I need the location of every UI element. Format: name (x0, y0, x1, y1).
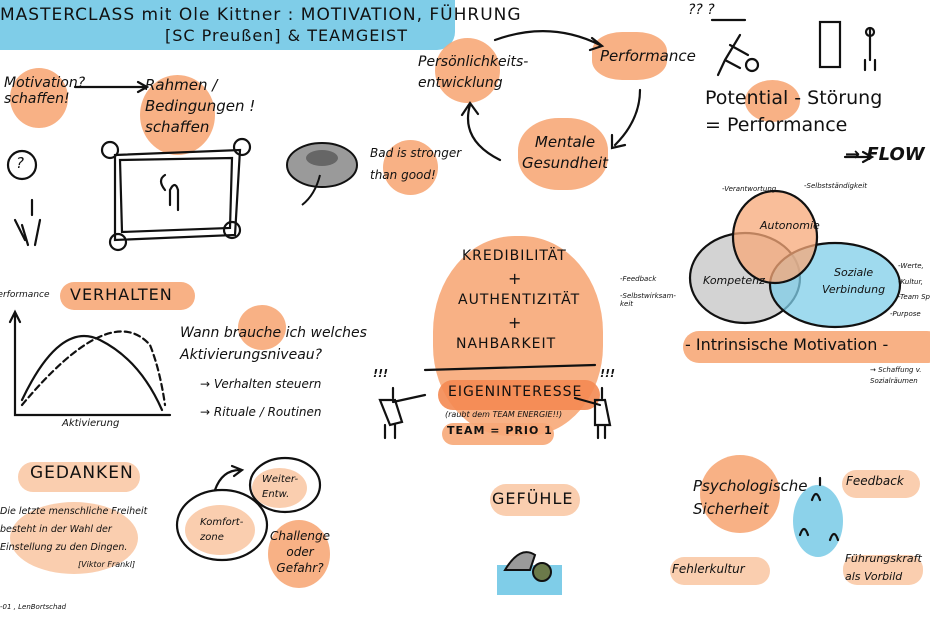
text-excl-right: !!! (600, 367, 616, 380)
text-quote: Die letzte menschliche Freiheit besteht … (0, 506, 148, 554)
blob-challenge (268, 520, 330, 588)
graph-xlabel: Aktivierung (62, 418, 120, 429)
figure-pointing-left (378, 386, 427, 440)
text-fuehrung: Führungskraft als Vorbild (845, 552, 922, 583)
text-potential: Potential - Störung = Performance (705, 87, 883, 136)
brain-cloud-icon (286, 142, 358, 206)
arrow-cycle-top (493, 30, 605, 52)
blob-intrinsisch (683, 331, 930, 363)
text-fehler: Fehlerkultur (672, 562, 745, 576)
text-flow: → FLOW (845, 144, 925, 165)
blob-psych (700, 455, 780, 533)
credit-text: -01 , LenBortschad (0, 603, 67, 611)
blob-persoenlichkeit (435, 38, 500, 103)
thought-bubble-icon (6, 149, 38, 181)
title-line2: [SC Preußen] & TEAMGEIST (165, 26, 408, 45)
text-nahbarkeit: NAHBARKEIT (456, 336, 557, 352)
graph-axes (8, 309, 172, 417)
venn-note-right-3: -Team Spirit (898, 293, 930, 301)
blob-weiter (252, 468, 307, 508)
blob-team (442, 423, 554, 445)
blob-mentale (518, 118, 608, 190)
blob-gedanken (18, 462, 140, 492)
venn-note-left-2: -Selbstwirksam- keit (620, 292, 676, 309)
circle-weiter (248, 456, 322, 514)
blob-bad (383, 140, 438, 195)
venn-autonomie (731, 189, 819, 285)
text-verhalten: VERHALTEN (70, 285, 173, 304)
figure-kicking (710, 18, 750, 77)
text-question-marks: ?? ? (688, 2, 715, 18)
text-komfort: Komfort- zone (200, 517, 244, 543)
text-team-prio: TEAM = PRIO 1 (447, 424, 553, 437)
blob-potential (745, 80, 800, 122)
text-weiter: Weiter- Entw. (262, 474, 299, 500)
text-kredibilitaet: KREDIBILITÄT (462, 248, 567, 264)
frame-drawing (113, 148, 242, 242)
bullet-verhalten: → Verhalten steuern (200, 377, 322, 391)
text-aktivierung-question: Wann brauche ich welches Aktivierungsniv… (180, 325, 367, 364)
curve-dashed (20, 330, 167, 407)
text-mentale: Mentale Gesundheit (522, 133, 608, 172)
arrow-cycle-left (460, 101, 502, 162)
blob-fuehrung (843, 555, 923, 585)
blob-komfort (185, 505, 255, 555)
venn-note-left-1: -Feedback (620, 275, 657, 283)
arrow-motivation-rahmen (73, 80, 150, 94)
text-plus-1: + (508, 269, 522, 288)
text-feedback: Feedback (846, 474, 904, 488)
text-quote-author: [Viktor Frankl] (78, 560, 136, 569)
venn-label-kompetenz: Kompetenz (703, 274, 765, 287)
text-rahmen: Rahmen / Bedingungen ! schaffen (145, 76, 256, 136)
text-performance: Performance (600, 47, 696, 65)
curve-solid (20, 335, 164, 412)
venn-note-top-1: -Verantwortung (722, 185, 777, 193)
blob-rahmen (140, 75, 215, 155)
blob-fehler (670, 557, 770, 585)
venn-label-soziale: Soziale Verbindung (822, 266, 886, 296)
title-banner (0, 0, 455, 50)
arrow-cycle-right (610, 88, 642, 150)
text-bad: Bad is stronger than good! (370, 146, 462, 182)
text-psych: Psychologische Sicherheit (693, 477, 808, 518)
text-persoenlichkeit: Persönlichkeits- entwicklung (418, 54, 529, 91)
venn-note-right-2: -Kultur, (898, 278, 923, 286)
shark-icon (497, 551, 562, 595)
blob-performance (592, 32, 667, 80)
figure-pointing-right (573, 386, 612, 440)
text-motivation: Motivation? schaffen! (4, 75, 86, 108)
text-excl-left: !!! (373, 367, 389, 380)
blob-gefuehle (490, 484, 580, 516)
text-challenge: Challenge oder Gefahr? (270, 529, 330, 576)
text-sozialraum: → Schaffung v. Sozialräumen (870, 366, 922, 386)
blob-verhalten (60, 282, 195, 310)
venn-note-right-1: -Werte, (898, 262, 924, 270)
bullet-rituale: → Rituale / Routinen (200, 405, 322, 419)
venn-note-top-2: -Selbstständigkeit (804, 182, 868, 190)
text-authentizitaet: AUTHENTIZITÄT (458, 292, 581, 308)
circle-komfort (175, 488, 269, 562)
venn-note-right-4: -Purpose (890, 310, 921, 318)
blob-aktivierung (238, 305, 286, 350)
text-question: ? (16, 154, 24, 172)
text-plus-2: + (508, 313, 522, 332)
intrinsic-banner-text: - Intrinsische Motivation - (685, 335, 889, 354)
tower-icon (818, 20, 842, 69)
title-line1: MASTERCLASS mit Ole Kittner : MOTIVATION… (0, 5, 522, 25)
blob-motivation (10, 68, 68, 128)
text-gedanken: GEDANKEN (30, 463, 134, 483)
blob-eigen (438, 380, 600, 410)
venn-label-autonomie: Autonomie (760, 219, 820, 232)
text-eigeninteresse: EIGENINTERESSE (448, 384, 583, 400)
graph-ylabel: Performance (0, 290, 50, 300)
blob-quote (10, 502, 138, 574)
blob-feedback (842, 470, 920, 498)
text-raubt: (raubt dem TEAM ENERGIE!!) (445, 410, 563, 419)
text-gefuehle: GEFÜHLE (492, 489, 574, 508)
